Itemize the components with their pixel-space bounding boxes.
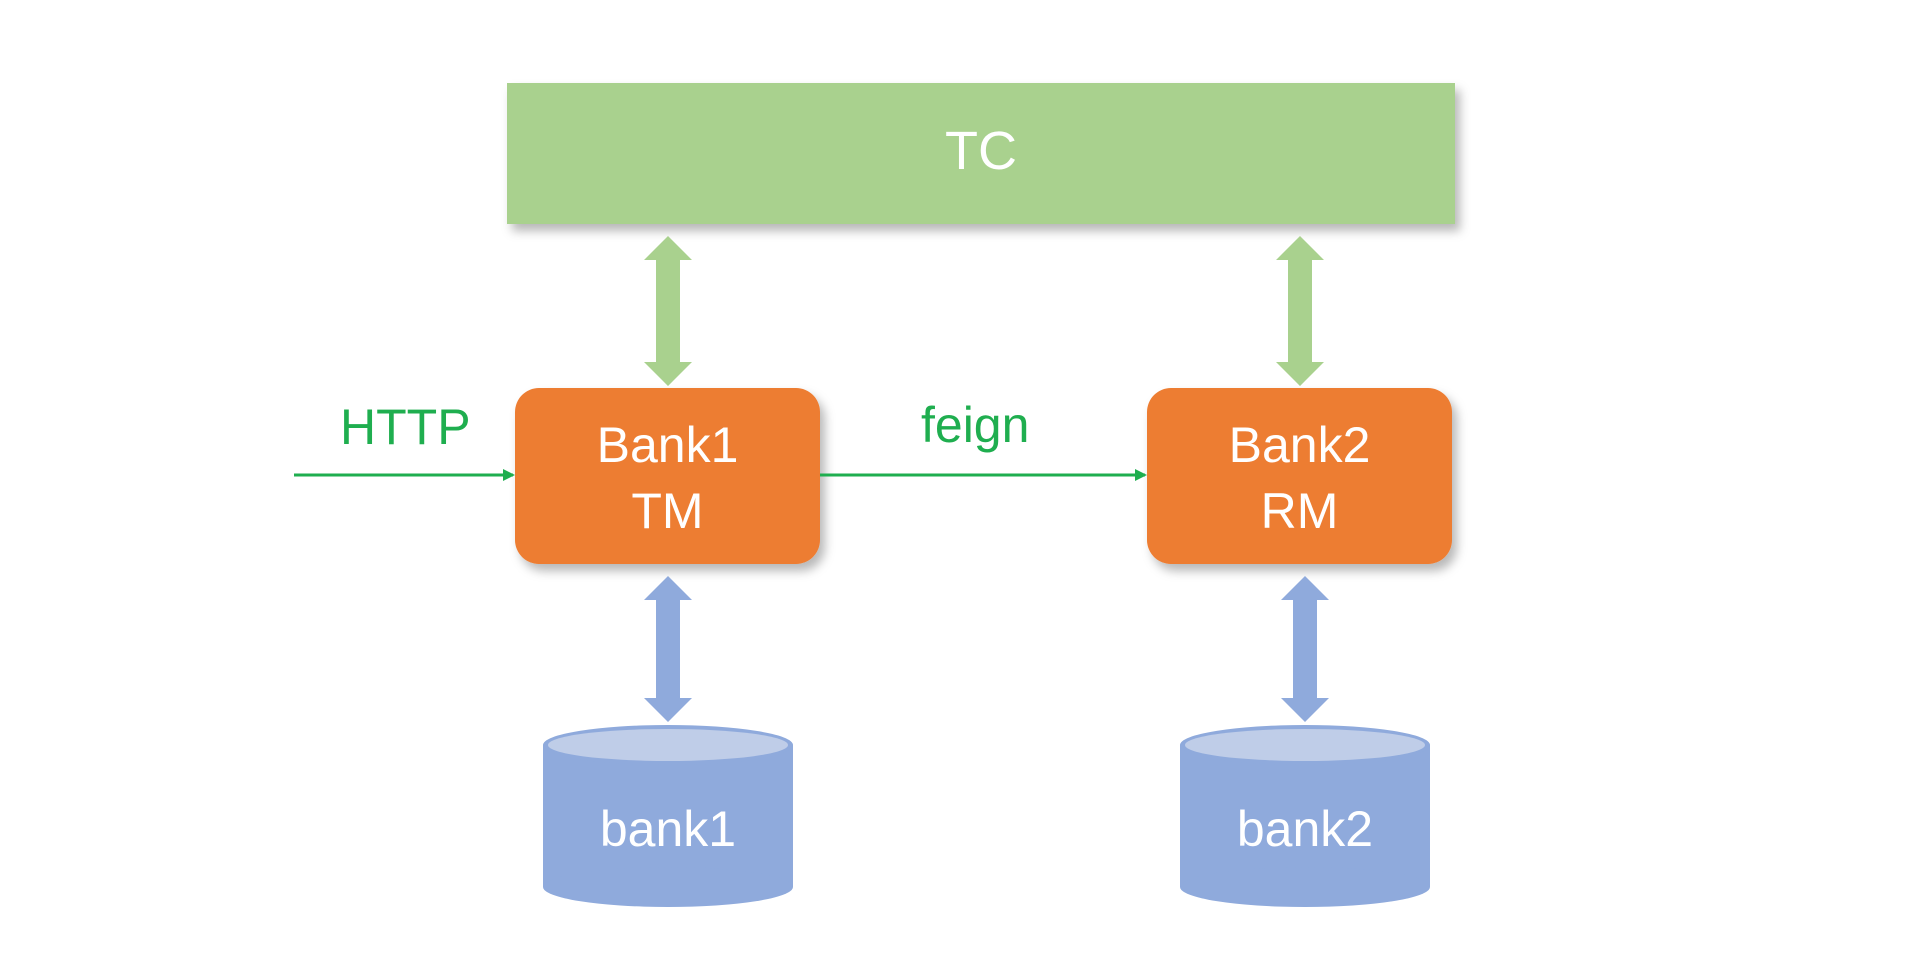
bank1-db-double-arrow bbox=[644, 576, 692, 722]
bank2-database-icon bbox=[1180, 725, 1430, 907]
tc-box bbox=[507, 83, 1455, 224]
tc-bank2-double-arrow bbox=[1276, 236, 1324, 386]
tc-bank1-double-arrow bbox=[644, 236, 692, 386]
bank1-database-icon bbox=[543, 725, 793, 907]
bank2-service-box bbox=[1147, 388, 1452, 564]
bank1-db-label: bank1 bbox=[599, 801, 737, 857]
bank2-db-double-arrow bbox=[1281, 576, 1329, 722]
bank2-db-label: bank2 bbox=[1236, 801, 1374, 857]
bank1-service-role: TM bbox=[631, 483, 704, 539]
bank1-service-name: Bank1 bbox=[596, 417, 739, 473]
feign-label: feign bbox=[921, 397, 1030, 453]
http-label: HTTP bbox=[340, 399, 471, 455]
bank1-service-box bbox=[515, 388, 820, 564]
bank2-service-role: RM bbox=[1260, 483, 1339, 539]
tc-label: TC bbox=[945, 121, 1017, 181]
bank2-service-name: Bank2 bbox=[1228, 417, 1371, 473]
